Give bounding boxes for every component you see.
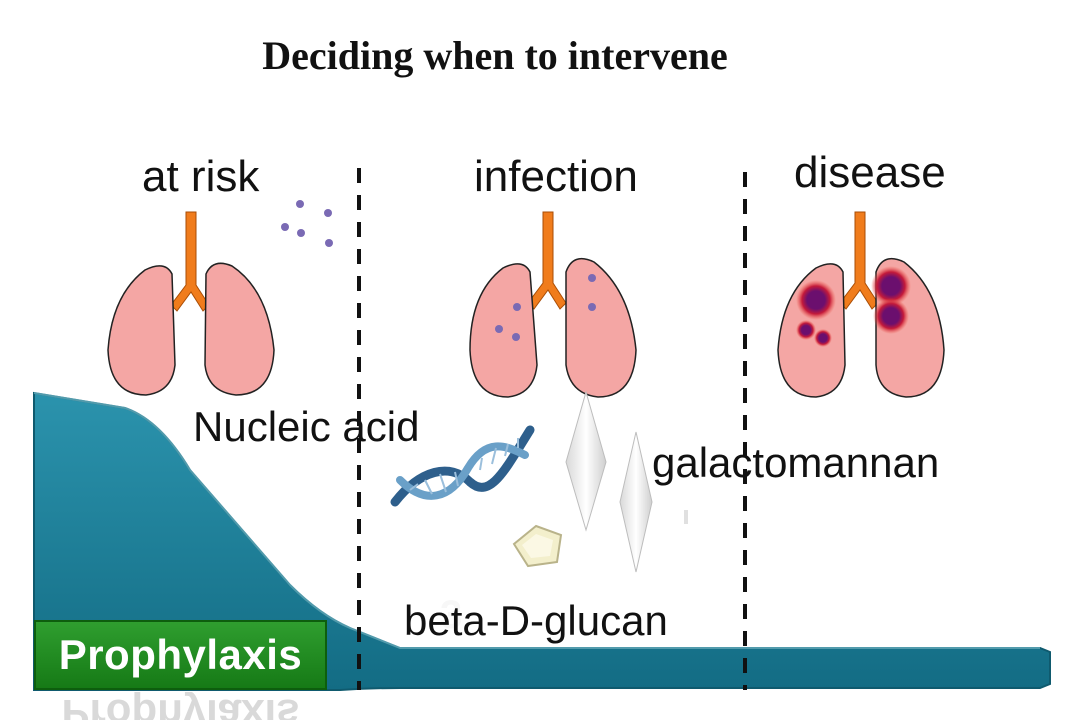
stage-label-infection: infection: [474, 152, 638, 201]
beta-d-glucan-icon: [512, 524, 563, 568]
spores: [281, 200, 333, 247]
marker-nucleic-acid: Nucleic acid: [193, 403, 420, 450]
galactomannan-crystal-icon: [565, 390, 688, 573]
prophylaxis-reflection: Prophylaxis: [34, 692, 327, 720]
lesions: [796, 266, 911, 347]
prophylaxis-reflection-text: Prophylaxis: [61, 692, 300, 720]
marker-beta-d-glucan: beta-D-glucan: [404, 597, 668, 644]
lungs-infection: [469, 211, 637, 398]
prophylaxis-box: Prophylaxis: [34, 620, 327, 690]
prophylaxis-label: Prophylaxis: [58, 631, 303, 678]
marker-galactomannan: galactomannan: [652, 439, 940, 486]
lungs-disease: [777, 211, 945, 398]
faint-reflection-text: 3: [440, 593, 462, 637]
diagram-title: Deciding when to intervene: [262, 33, 728, 78]
stage-label-at-risk: at risk: [142, 152, 260, 201]
dna-helix-icon: [390, 425, 535, 507]
stage-label-disease: disease: [794, 148, 946, 197]
lungs-at-risk: [107, 211, 275, 396]
